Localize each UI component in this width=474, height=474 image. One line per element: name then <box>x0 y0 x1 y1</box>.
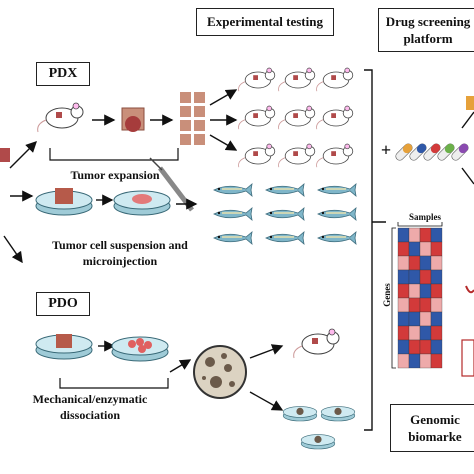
petri-dish-icon <box>282 406 356 450</box>
arrow <box>209 89 238 106</box>
heatmap-icon <box>397 227 443 369</box>
arrow <box>461 111 474 129</box>
tumor-tissue-icon <box>125 116 141 132</box>
zebrafish-icon <box>213 183 357 245</box>
experimental-testing-header: Experimental testing <box>196 8 334 36</box>
drug-capsule-icon <box>466 96 474 110</box>
arrow <box>461 167 474 185</box>
bracket <box>59 378 169 389</box>
mouse-icon <box>293 328 340 359</box>
mouse-icon <box>238 67 354 168</box>
petri-dish-icon <box>111 336 169 362</box>
dissociation-label: dissociation <box>59 408 120 422</box>
arrow <box>249 344 284 359</box>
arrow <box>169 359 192 373</box>
tumor-tissue-icon <box>180 92 205 145</box>
drug-capsule-icon <box>393 141 471 163</box>
arrow <box>9 141 37 169</box>
tumor-suspension-label: Tumor cell suspension and <box>52 238 188 252</box>
genomic-biomarker-box: Genomic biomarke <box>390 404 474 452</box>
arrow <box>209 134 238 151</box>
tumor-tissue-icon <box>0 148 10 162</box>
pdo-label: PDO <box>36 292 90 316</box>
arrow <box>3 235 23 264</box>
bracket <box>49 148 179 161</box>
arrow <box>249 391 284 411</box>
petri-dish-icon <box>35 188 93 216</box>
tumor-expansion-label: Tumor expansion <box>70 168 160 182</box>
mouse-icon <box>37 102 84 133</box>
plus-sign: + <box>380 140 392 160</box>
petri-dish-icon <box>113 190 171 216</box>
pdx-label: PDX <box>36 62 90 86</box>
microinjection-label: microinjection <box>82 254 158 268</box>
drug-screening-header: Drug screening platform <box>378 8 474 52</box>
bracket <box>364 69 386 431</box>
mechanical-label: Mechanical/enzymatic <box>32 392 148 406</box>
samples-label: Samples <box>408 212 441 222</box>
petri-dish-icon <box>35 334 93 360</box>
microscope-view-icon <box>193 345 247 399</box>
